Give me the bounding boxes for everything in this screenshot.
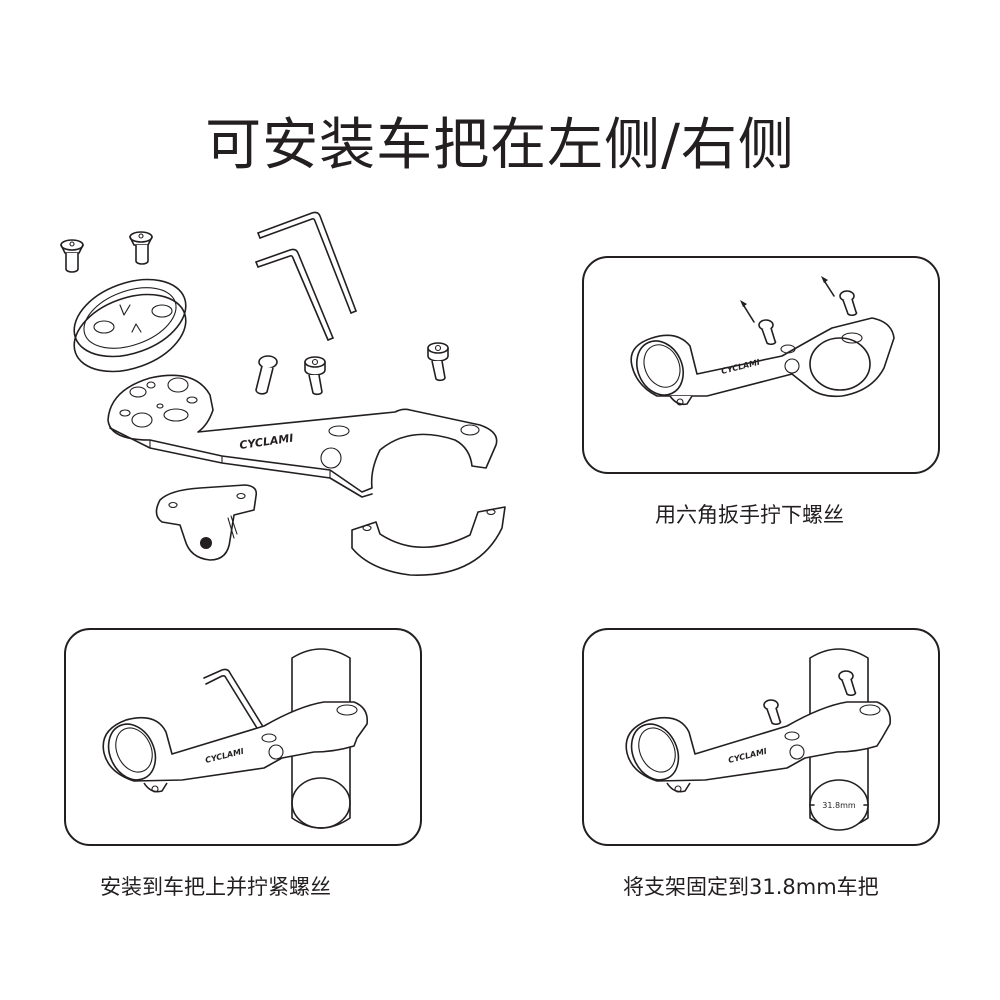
socket-screw-icon xyxy=(839,290,858,317)
hex-key-icon xyxy=(203,668,271,742)
arrow-up-icon xyxy=(821,276,835,297)
step-caption-remove-screws: 用六角扳手拧下螺丝 xyxy=(655,503,844,527)
remove-screws-illustration: CYCLAMI xyxy=(630,276,895,406)
step-caption-install: 安装到车把上并拧紧螺丝 xyxy=(100,875,331,899)
socket-screw-icon xyxy=(427,342,449,382)
clamp-cap-icon xyxy=(351,506,506,576)
mount-ring-icon xyxy=(73,278,187,373)
out-front-arm-icon: CYCLAMI xyxy=(107,374,498,498)
step-caption-fit-handlebar: 将支架固定到31.8mm车把 xyxy=(623,875,879,899)
hex-key-icon xyxy=(255,248,334,341)
install-illustration: CYCLAMI xyxy=(102,648,369,829)
socket-screw-icon xyxy=(838,670,857,697)
hex-key-icon xyxy=(257,211,357,314)
mount-arm-icon: CYCLAMI xyxy=(625,701,892,793)
countersunk-screw-icon xyxy=(60,239,84,273)
pin-bolt-icon xyxy=(255,355,278,395)
diameter-label: 31.8mm xyxy=(822,801,856,810)
socket-screw-icon xyxy=(758,319,777,346)
countersunk-screw-icon xyxy=(129,231,153,265)
gopro-adapter-icon xyxy=(155,484,258,561)
socket-screw-icon xyxy=(763,699,782,726)
page-title: 可安装车把在左侧/右侧 xyxy=(205,112,795,178)
mount-arm-icon: CYCLAMI xyxy=(630,317,895,406)
socket-screw-icon xyxy=(304,356,326,396)
arrow-up-icon xyxy=(740,300,755,323)
mount-arm-icon: CYCLAMI xyxy=(102,701,369,793)
fit-handlebar-illustration: 31.8mm CYCLAMI xyxy=(625,648,892,831)
